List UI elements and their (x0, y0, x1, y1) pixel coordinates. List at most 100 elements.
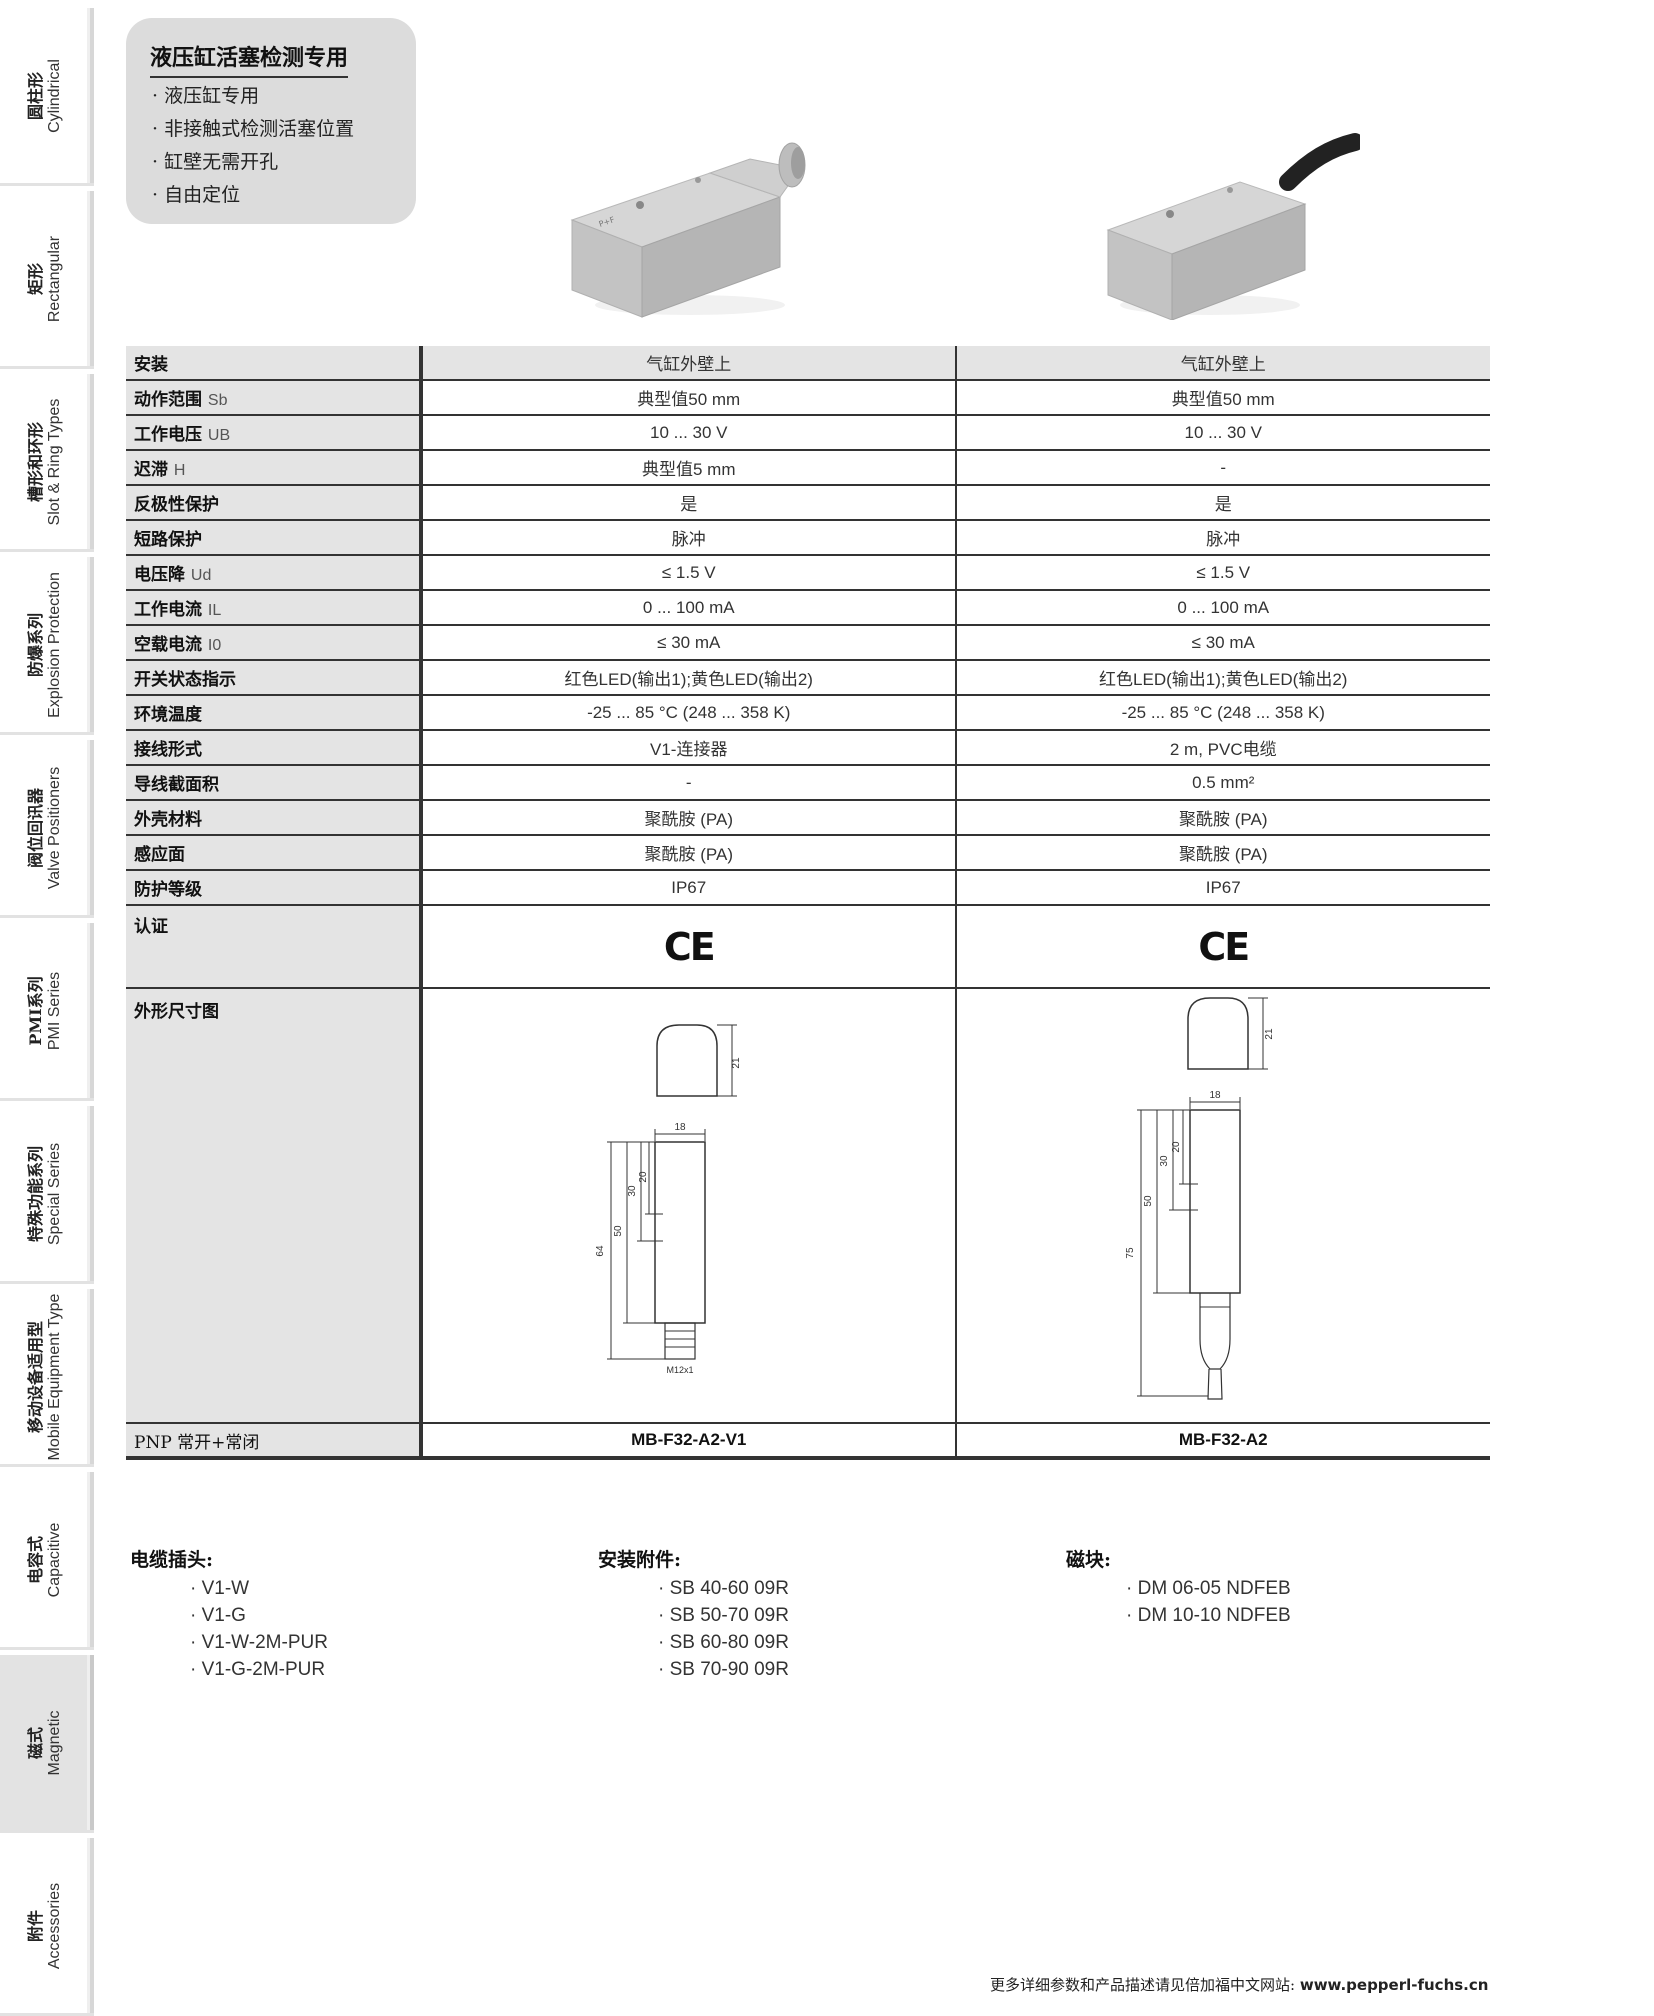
feature-item: 自由定位 (152, 179, 354, 212)
side-tab-cn: 槽形和环形 (26, 421, 45, 503)
ce-mark-icon: CE (1198, 924, 1250, 969)
cell-value: 红色LED(输出1);黄色LED(输出2) (955, 660, 1490, 696)
dim-label: 20 (1171, 1141, 1182, 1153)
row-label: 动作范围 Sb (126, 380, 423, 416)
accessory-group-mounting: 安装附件: SB 40-60 09R SB 50-70 09R SB 60-80… (598, 1545, 789, 1683)
side-tab-en: Accessories (46, 1882, 63, 1970)
row-label: 反极性保护 (126, 485, 423, 521)
cell-value: - (421, 765, 957, 801)
accessory-item: V1-W (190, 1575, 328, 1602)
table-row: 短路保护 脉冲 脉冲 (126, 520, 1490, 556)
row-label-text: 工作电压 (134, 425, 202, 445)
cell-value: 聚酰胺 (PA) (421, 800, 957, 836)
dim-label: 50 (613, 1225, 624, 1237)
row-symbol: H (173, 462, 186, 479)
row-label: 空载电流 I0 (126, 625, 423, 661)
row-label-text: 空载电流 (134, 635, 202, 655)
row-label-text: 工作电流 (134, 600, 202, 620)
row-label: 安装 (126, 346, 423, 381)
table-row: 空载电流 I0 ≤ 30 mA ≤ 30 mA (126, 625, 1490, 661)
table-row: 反极性保护 是 是 (126, 485, 1490, 521)
side-tab-cn: 阀位回讯器 (26, 788, 45, 869)
cell-value: ≤ 30 mA (421, 625, 957, 661)
side-tab-en: Capacitive (46, 1522, 63, 1598)
dim-label: 75 (1125, 1247, 1136, 1259)
accessory-item: SB 50-70 09R (658, 1602, 789, 1629)
dimension-drawing-cable: 21 18 75 50 (1125, 997, 1275, 1400)
cell-value: -25 ... 85 °C (248 ... 358 K) (955, 695, 1490, 731)
cell-value: -25 ... 85 °C (248 ... 358 K) (421, 695, 957, 731)
cell-value: IP67 (421, 870, 957, 906)
row-symbol: I0 (207, 637, 222, 654)
dim-label: 18 (674, 1122, 686, 1133)
table-row: 动作范围 Sb 典型值50 mm 典型值50 mm (126, 380, 1490, 416)
row-label-text: 导线截面积 (134, 775, 219, 795)
website-link[interactable]: www.pepperl-fuchs.cn (1299, 1976, 1489, 1994)
side-tab-en: PMI Series (46, 971, 63, 1051)
side-tab-cn: 特殊功能系列 (26, 1146, 45, 1243)
product-image-cable (1106, 133, 1360, 320)
row-label: 接线形式 (126, 730, 423, 766)
cell-value: 典型值50 mm (421, 380, 957, 416)
side-tab-en: Magnetic (46, 1710, 63, 1776)
cell-value: CE (955, 905, 1490, 989)
row-label-text: 外壳材料 (134, 810, 202, 830)
cell-value: 气缸外壁上 (955, 346, 1490, 381)
dim-label: 18 (1210, 1090, 1222, 1101)
cell-value: ≤ 1.5 V (421, 555, 957, 591)
table-row: 接线形式 V1-连接器 2 m, PVC电缆 (126, 730, 1490, 766)
accessory-item: DM 06-05 NDFEB (1126, 1575, 1291, 1602)
dim-label: M12x1 (666, 1365, 693, 1375)
row-label: 感应面 (126, 835, 423, 871)
dim-label: 21 (1264, 1028, 1275, 1040)
product-image-connector: P+F (570, 142, 806, 318)
side-tab-en: Valve Positioners (46, 766, 63, 890)
accessory-item: V1-G-2M-PUR (190, 1656, 328, 1683)
table-row: 迟滞 H 典型值5 mm - (126, 450, 1490, 486)
cell-value: 是 (955, 485, 1490, 521)
accessory-item: SB 60-80 09R (658, 1629, 789, 1656)
side-tab-cn: 矩形 (26, 263, 45, 296)
ce-mark-icon: CE (663, 924, 716, 969)
side-tab-en: Slot & Ring Types (46, 398, 63, 526)
row-label: 工作电压 UB (126, 415, 423, 451)
row-label: 开关状态指示 (126, 660, 423, 696)
dim-label: 30 (1159, 1155, 1170, 1167)
accessory-list: DM 06-05 NDFEB DM 10-10 NDFEB (1126, 1575, 1291, 1629)
row-label-text: 反极性保护 (134, 495, 219, 515)
table-row-certification: 认证 CE CE (126, 905, 1490, 989)
cell-drawing: 21 18 M12x1 64 (421, 988, 957, 1424)
row-label-text: 迟滞 (134, 460, 168, 480)
row-symbol: UB (207, 427, 231, 444)
row-label: 导线截面积 (126, 765, 423, 801)
accessory-title: 电缆插头: (130, 1549, 214, 1571)
spec-table: 安装 气缸外壁上 气缸外壁上 动作范围 Sb 典型值50 mm 典型值50 mm… (126, 346, 1490, 1460)
cell-value: - (955, 450, 1490, 486)
row-label: 短路保护 (126, 520, 423, 556)
table-row: 防护等级 IP67 IP67 (126, 870, 1490, 906)
accessory-list: SB 40-60 09R SB 50-70 09R SB 60-80 09R S… (658, 1575, 789, 1683)
side-tab-cn: 圆柱形 (26, 71, 45, 121)
accessory-item: DM 10-10 NDFEB (1126, 1602, 1291, 1629)
dimension-drawing-connector: 21 18 M12x1 64 (595, 1024, 742, 1375)
cell-value: V1-连接器 (421, 730, 957, 766)
cell-value: 是 (421, 485, 957, 521)
accessory-group-magnets: 磁块: DM 06-05 NDFEB DM 10-10 NDFEB (1066, 1545, 1291, 1629)
accessory-item: V1-W-2M-PUR (190, 1629, 328, 1656)
row-symbol: Ud (190, 567, 212, 584)
table-row: 导线截面积 - 0.5 mm² (126, 765, 1490, 801)
dim-label: 21 (731, 1057, 742, 1069)
side-tab-en: Mobile Equipment Type (46, 1293, 63, 1461)
